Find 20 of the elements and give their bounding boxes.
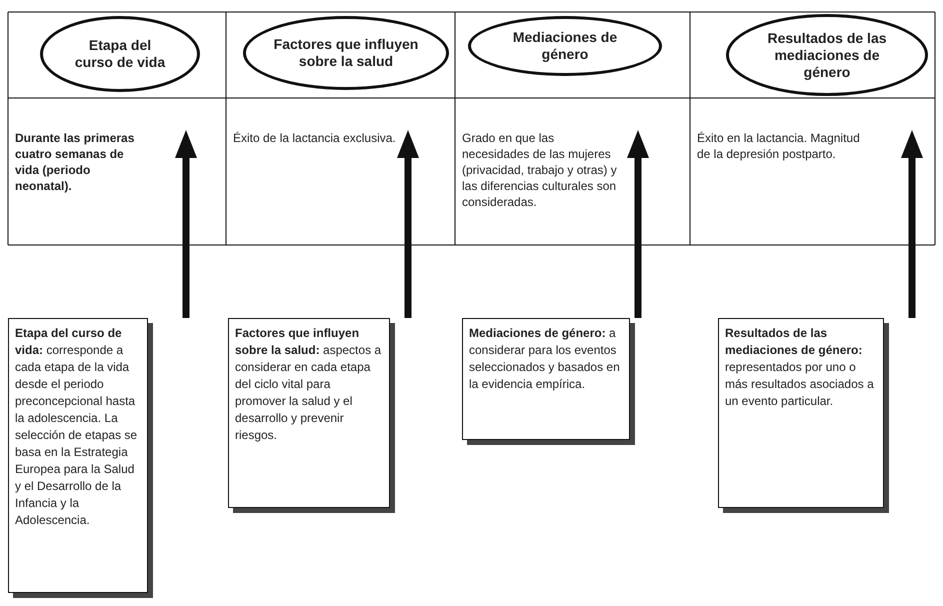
arrow [397,130,419,318]
header-oval [726,14,928,96]
cell-text: Éxito en la lactancia. Magnitud de la depresión postparto. [697,130,861,162]
cell-text: Grado en que las necesidades de las mujeres (privacidad, trabajo y otras) y las diferencias culturales son consideradas. [462,130,618,210]
header-oval [468,16,662,76]
callout-text: Etapa del curso de vida: corresponde a cada etapa de la vida desde el periodo preconcepcional hasta la adolescencia. La selección de etapas se basa en la Estrategia Europea para la Salud y el Desarrollo de la Infancia y la Adolescencia. [15,325,138,529]
header-oval [40,16,200,92]
column-heading: Factores que influyen sobre la salud [272,36,420,70]
arrow [901,130,923,318]
column-heading: Mediaciones de género [512,29,618,63]
column-heading: Etapa del curso de vida [74,37,166,71]
cell-text: Éxito de la lactancia exclusiva. [233,130,397,146]
callout-text: Mediaciones de género: a considerar para los eventos seleccionados y basados en la evidencia empírica. [469,325,621,393]
arrow [627,130,649,318]
column-heading: Resultados de las mediaciones de género [766,30,888,80]
callout-text: Factores que influyen sobre la salud: aspectos a considerar en cada etapa del ciclo vital para promover la salud y el desarrollo y prevenir riesgos. [235,325,382,444]
callout-text: Resultados de las mediaciones de género: representados por uno o más resultados asociados a un evento particular. [725,325,875,410]
arrow [175,130,197,318]
cell-text: Durante las primeras cuatro semanas de vida (periodo neonatal). [15,130,136,194]
header-oval [243,16,449,90]
